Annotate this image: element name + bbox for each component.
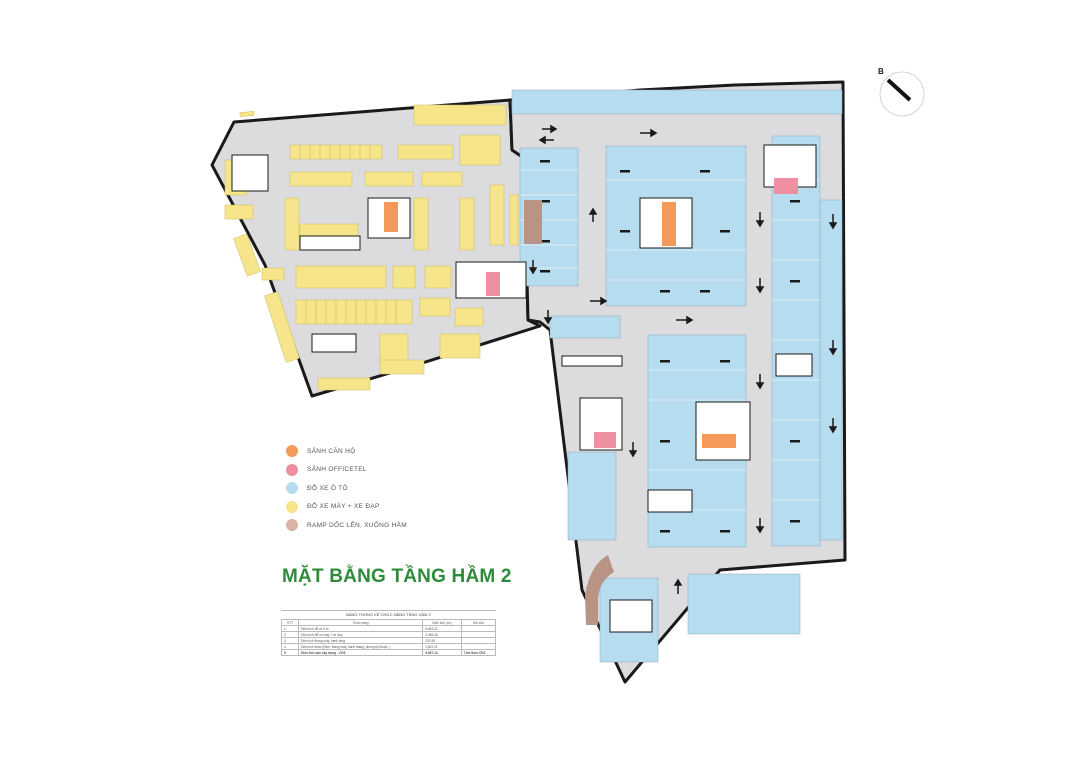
legend-item: SẢNH CĂN HỘ <box>286 442 407 461</box>
stats-title: BẢNG THỐNG KÊ CHỨC NĂNG TẦNG HẦM 2 <box>281 610 496 619</box>
legend-item: ĐỖ XE Ô TÔ <box>286 479 407 498</box>
table-cell: 9,897.13 <box>422 649 462 656</box>
apartment-lobby-1 <box>384 202 398 232</box>
legend-swatch <box>286 519 298 532</box>
stats-table: BẢNG THỐNG KÊ CHỨC NĂNG TẦNG HẦM 2 STT C… <box>280 610 497 656</box>
legend-swatch <box>286 500 298 513</box>
office-lobby-2 <box>774 178 798 194</box>
legend-item: RAMP DỐC LÊN, XUỐNG HẦM <box>286 516 407 535</box>
table-cell: Diện tích sàn xây dựng - CPA <box>298 649 424 656</box>
office-lobby-3 <box>594 432 616 448</box>
legend-label: ĐỖ XE MÁY + XE ĐẠP <box>307 503 380 511</box>
table-cell: 5 <box>280 649 300 656</box>
table-cell: Tính theo CPA <box>460 649 497 656</box>
office-lobby-1 <box>486 272 500 296</box>
legend-label: RAMP DỐC LÊN, XUỐNG HẦM <box>307 521 407 529</box>
legend-swatch <box>286 482 298 495</box>
legend-swatch <box>286 463 298 476</box>
apartment-lobby-3 <box>702 434 736 448</box>
motorbike-parking-zones <box>224 104 519 391</box>
page-title: MẶT BẰNG TẦNG HẦM 2 <box>282 566 512 587</box>
legend: SẢNH CĂN HỘ SẢNH OFFICETEL ĐỖ XE Ô TÔ ĐỖ XE… <box>286 442 407 535</box>
table-row: 5 Diện tích sàn xây dựng - CPA 9,897.13 … <box>280 649 497 656</box>
legend-label: ĐỖ XE Ô TÔ <box>307 484 348 492</box>
legend-item: ĐỖ XE MÁY + XE ĐẠP <box>286 498 407 517</box>
ramp-south <box>585 555 614 625</box>
apartment-lobby-2 <box>662 202 676 246</box>
traffic-arrows <box>528 124 838 594</box>
motorbike-stall-lines <box>299 145 397 324</box>
legend-label: SẢNH CĂN HỘ <box>307 447 356 455</box>
legend-item: SẢNH OFFICETEL <box>286 461 407 480</box>
compass-label: B <box>878 67 884 76</box>
compass-icon <box>879 71 925 117</box>
legend-label: SẢNH OFFICETEL <box>307 466 367 474</box>
legend-swatch <box>286 445 298 458</box>
ramp-north <box>524 200 542 244</box>
